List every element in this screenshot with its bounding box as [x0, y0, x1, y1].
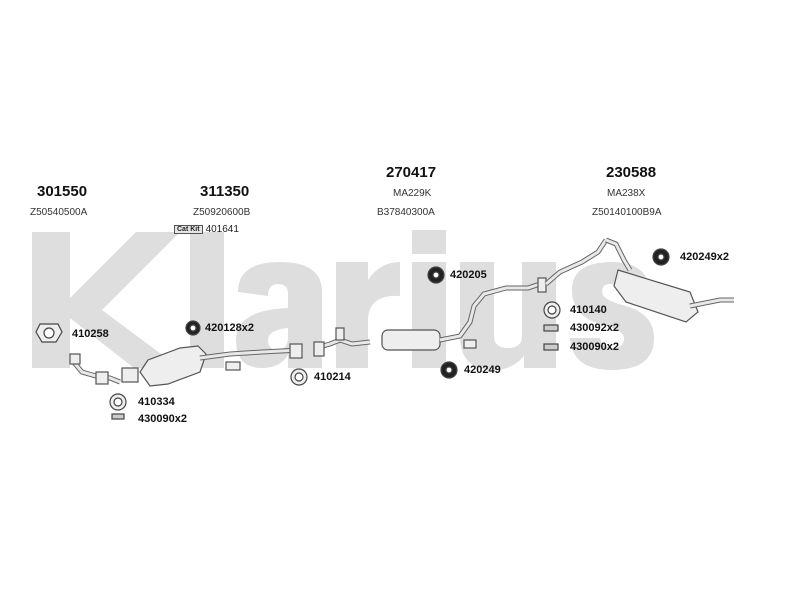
group-code: MA229K	[393, 188, 432, 199]
front-flange	[69, 353, 81, 365]
watermark-letters	[32, 230, 654, 370]
group-number: 301550	[37, 183, 88, 200]
group-code: Z50540500A	[30, 207, 88, 218]
part-label: 410334	[138, 396, 175, 408]
part-label: 420249x2	[680, 251, 729, 263]
joint-flange	[313, 341, 325, 357]
part-label: 430090x2	[138, 413, 187, 425]
gasket-hole-icon	[43, 327, 55, 339]
catalytic-converter	[139, 345, 207, 387]
clamp	[463, 339, 477, 349]
part-label: 420205	[450, 269, 487, 281]
part-label: 410140	[570, 304, 607, 316]
part-icons	[35, 248, 670, 420]
part-label: 410214	[314, 371, 351, 383]
cat-flange	[121, 367, 139, 383]
part-label: 420128x2	[205, 322, 254, 334]
bolt-icon-2	[543, 324, 559, 332]
group-number: 270417	[386, 164, 437, 181]
group-number: 230588	[606, 164, 657, 181]
exhaust-system	[69, 237, 734, 387]
mid-flange	[289, 343, 303, 359]
cat-kit-number: 401641	[205, 224, 239, 235]
bracket	[225, 361, 241, 371]
centre-silencer	[381, 329, 441, 351]
spring-icon	[543, 343, 559, 351]
part-label: 420249	[464, 364, 501, 376]
group-code-secondary: Z50140100B9A	[592, 207, 662, 218]
group-code-secondary: B37840300A	[377, 207, 435, 218]
part-label: 430092x2	[570, 322, 619, 334]
cat-kit-badge: Cat Kit	[174, 225, 203, 234]
rear-silencer	[613, 269, 699, 323]
group-code: MA238X	[607, 188, 646, 199]
part-label: 410258	[72, 328, 109, 340]
hanger-pin	[335, 327, 345, 341]
bolt-icon	[111, 413, 125, 420]
group-number: 311350	[200, 183, 250, 200]
pipe-flange	[95, 371, 109, 385]
group-code: Z50920600B	[193, 207, 251, 218]
rear-joint	[537, 277, 547, 293]
part-label: 430090x2	[570, 341, 619, 353]
